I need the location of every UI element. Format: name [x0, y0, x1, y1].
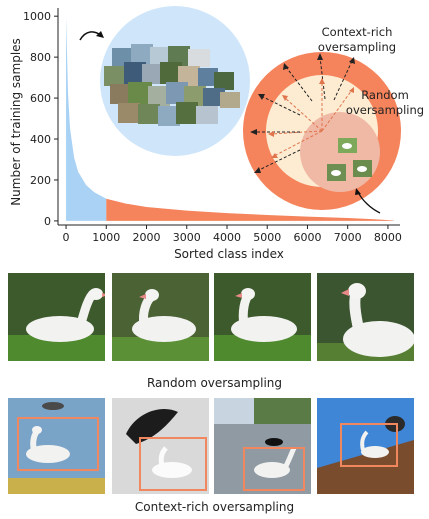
random-sample-photo-1 — [8, 273, 105, 361]
context-sample-photo-4 — [317, 398, 414, 494]
x-tick-label: 3000 — [173, 231, 201, 244]
dashed-arrowheads — [250, 53, 355, 173]
y-tick-label: 200 — [30, 174, 51, 187]
context-sample-photo-2 — [112, 398, 209, 494]
x-tick-label: 1000 — [92, 231, 120, 244]
random-sample-photo-4 — [317, 273, 414, 361]
area-series-0 — [66, 16, 107, 221]
random-oversampling-row — [8, 273, 416, 361]
random-sample-photo-3 — [214, 273, 311, 361]
x-tick-label: 4000 — [213, 231, 241, 244]
random-sample-photo-2 — [112, 273, 209, 361]
random-oversampling-caption: Random oversampling — [146, 376, 283, 390]
random-label-line1: Random — [361, 88, 409, 102]
x-tick-label: 6000 — [293, 231, 321, 244]
context-rich-label-line1: Context-rich — [322, 25, 393, 39]
context-rich-oversampling-arrows — [254, 56, 353, 172]
x-axis-label: Sorted class index — [174, 247, 284, 261]
axis-layer: 0 1000 2000 3000 4000 5000 6000 7000 8000 0 200 400… — [23, 8, 402, 244]
y-tick-label: 1000 — [23, 10, 51, 23]
x-tick-label: 7000 — [334, 231, 362, 244]
y-tick-label: 0 — [44, 215, 51, 228]
y-tick-label: 400 — [30, 133, 51, 146]
x-tick-label: 2000 — [133, 231, 161, 244]
x-tick-label: 0 — [63, 231, 70, 244]
x-tick-label: 5000 — [253, 231, 281, 244]
y-tick-label: 600 — [30, 92, 51, 105]
tail-pointer-arrowhead — [355, 188, 361, 195]
context-rich-label-line2: oversampling — [318, 40, 396, 54]
area-layer — [66, 16, 394, 221]
head-classes-mosaic — [104, 44, 240, 126]
long-tail-chart: Context-rich oversampling Random oversam… — [9, 6, 424, 261]
context-rich-oversampling-row — [8, 398, 416, 494]
head-pointer-arrowhead — [96, 31, 104, 38]
tail-sample-thumbnails — [327, 138, 372, 181]
y-axis-label: Number of training samples — [9, 38, 23, 206]
context-sample-photo-3 — [214, 398, 311, 494]
x-tick-label: 8000 — [374, 231, 402, 244]
context-sample-photo-1 — [8, 398, 105, 494]
random-oversampling-arrows — [270, 81, 353, 157]
context-rich-oversampling-caption: Context-rich oversampling — [134, 500, 295, 514]
area-series-1 — [106, 198, 394, 221]
random-label-line2: oversampling — [346, 103, 424, 117]
y-tick-label: 800 — [30, 51, 51, 64]
